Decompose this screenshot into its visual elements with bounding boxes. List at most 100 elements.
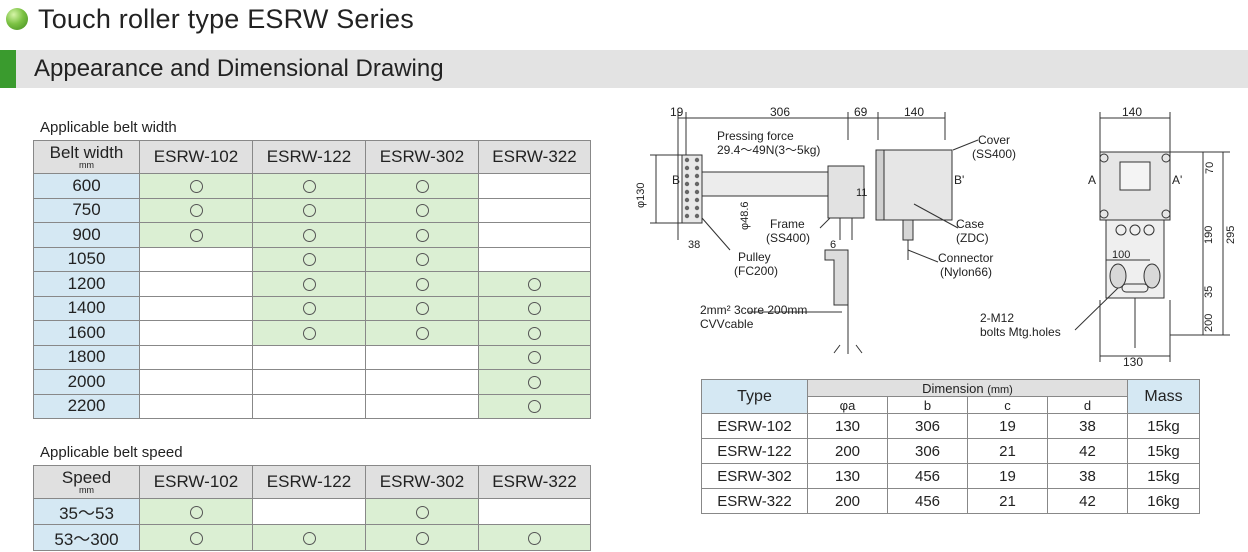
dimension-unit: (mm) — [987, 383, 1013, 396]
circle-mark-icon — [302, 302, 316, 316]
circle-mark-icon — [302, 253, 316, 267]
section-accent-bar — [0, 50, 16, 88]
model-header-esrw-322: ESRW-322 — [478, 465, 591, 499]
cell-a: 130 — [807, 463, 888, 489]
cell-mass: 15kg — [1127, 463, 1200, 489]
mark-b-prime: B' — [954, 173, 964, 187]
circle-mark-icon — [528, 302, 541, 316]
applicability-cell — [252, 393, 366, 419]
circle-mark-icon — [528, 375, 541, 389]
row-label: 1200 — [33, 271, 140, 297]
applicability-cell — [252, 320, 366, 346]
applicability-cell — [365, 344, 479, 370]
circle-mark-icon — [302, 326, 316, 340]
applicability-cell — [365, 393, 479, 419]
row-label: 1050 — [33, 246, 140, 272]
applicability-cell — [252, 173, 366, 199]
circle-mark-icon — [415, 204, 429, 218]
col-header-d: d — [1047, 396, 1128, 414]
applicability-cell — [478, 344, 591, 370]
row-header-unit: mm — [79, 160, 94, 170]
applicability-cell — [365, 295, 479, 321]
dim-38: 38 — [688, 239, 700, 251]
circle-mark-icon — [528, 326, 541, 340]
dimension-group-header: Dimension (mm) — [807, 379, 1128, 397]
applicability-cell — [139, 393, 253, 419]
dim-phi48: φ48.6 — [739, 201, 751, 230]
circle-mark-icon — [415, 277, 429, 291]
circle-mark-icon — [302, 179, 316, 193]
cell-mass: 15kg — [1127, 413, 1200, 439]
row-label: 750 — [33, 197, 140, 223]
applicability-cell — [139, 369, 253, 395]
col-header-c: c — [967, 396, 1048, 414]
circle-mark-icon — [189, 204, 203, 218]
circle-mark-icon — [302, 531, 316, 545]
applicability-cell — [252, 295, 366, 321]
bolts-line2: bolts Mtg.holes — [980, 325, 1061, 339]
applicability-cell — [139, 271, 253, 297]
cell-c: 19 — [967, 463, 1048, 489]
dim-295: 295 — [1225, 226, 1237, 244]
row-label: 2200 — [33, 393, 140, 419]
dim-35: 35 — [1203, 286, 1215, 298]
circle-mark-icon — [415, 228, 429, 242]
circle-mark-icon — [189, 179, 203, 193]
cell-type: ESRW-322 — [701, 488, 808, 514]
applicability-cell — [478, 320, 591, 346]
pulley-material: (FC200) — [734, 264, 778, 278]
model-header-esrw-302: ESRW-302 — [365, 140, 479, 174]
belt-speed-caption: Applicable belt speed — [40, 444, 183, 461]
frame-label: Frame — [770, 217, 805, 231]
applicability-cell — [139, 197, 253, 223]
cell-b: 456 — [887, 463, 968, 489]
model-header-esrw-122: ESRW-122 — [252, 140, 366, 174]
table-row: 900 — [33, 222, 591, 248]
applicability-cell — [252, 498, 366, 525]
applicability-cell — [365, 246, 479, 272]
circle-mark-icon — [415, 253, 429, 267]
circle-mark-icon — [415, 531, 429, 545]
applicability-cell — [252, 197, 366, 223]
model-header-esrw-102: ESRW-102 — [139, 465, 253, 499]
applicability-cell — [252, 369, 366, 395]
circle-mark-icon — [415, 326, 429, 340]
applicability-cell — [139, 320, 253, 346]
circle-mark-icon — [189, 531, 203, 545]
cell-mass: 16kg — [1127, 488, 1200, 514]
cell-type: ESRW-102 — [701, 413, 808, 439]
table-row: 2200 — [33, 393, 591, 419]
dim-6: 6 — [830, 239, 836, 251]
col-header-phi-a: φa — [807, 396, 888, 414]
circle-mark-icon — [415, 179, 429, 193]
table-row: 35～53 — [33, 498, 591, 525]
dimension-table: Type Dimension (mm) Mass φa b c d ESRW-1… — [701, 379, 1200, 514]
circle-mark-icon — [528, 351, 541, 365]
connector-material: (Nylon66) — [940, 265, 992, 279]
table-row: 2000 — [33, 369, 591, 395]
cable-spec-line2: CVVcable — [700, 317, 754, 331]
applicability-cell — [252, 344, 366, 370]
cell-d: 38 — [1047, 413, 1128, 439]
circle-mark-icon — [189, 505, 203, 519]
table-row: 1800 — [33, 344, 591, 370]
applicability-cell — [139, 344, 253, 370]
mark-a: A — [1088, 173, 1096, 187]
cell-a: 130 — [807, 413, 888, 439]
section-header-bar: Appearance and Dimensional Drawing — [0, 50, 1248, 88]
cell-b: 306 — [887, 438, 968, 464]
mark-b: B — [672, 173, 680, 187]
circle-mark-icon — [528, 277, 541, 291]
row-label: 1800 — [33, 344, 140, 370]
table-row: 1200 — [33, 271, 591, 297]
cell-a: 200 — [807, 488, 888, 514]
dim-19: 19 — [670, 105, 684, 119]
applicability-cell — [139, 173, 253, 199]
circle-mark-icon — [528, 531, 541, 545]
cell-c: 21 — [967, 438, 1048, 464]
table-row: 750 — [33, 197, 591, 223]
